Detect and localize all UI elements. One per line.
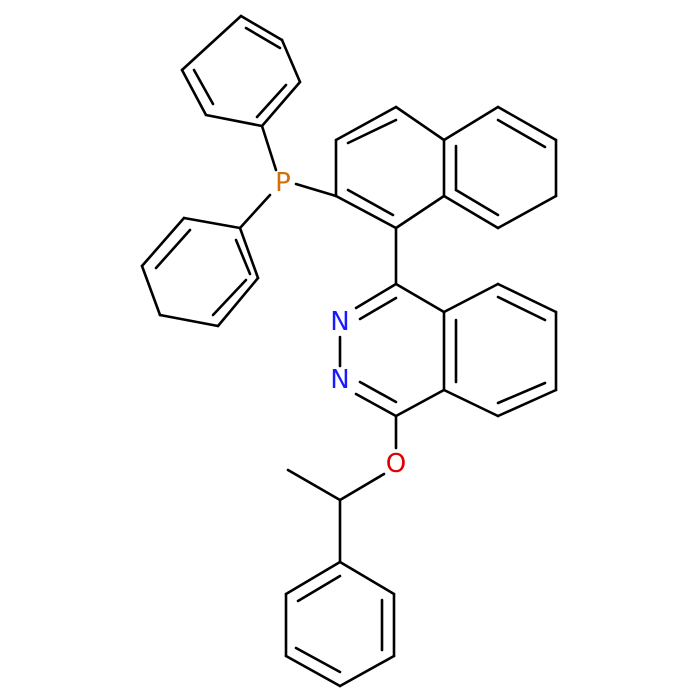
naphthalene-ring-right <box>442 105 558 230</box>
phenyl-ring-lower <box>140 216 260 328</box>
nitrogen-atom-label-lower: N <box>330 365 349 395</box>
phenyl-ring-upper <box>180 14 302 128</box>
phthalazine-ring-left <box>338 282 446 418</box>
oxygen-atom-label: O <box>386 449 406 479</box>
phosphorus-atom-label: P <box>275 168 291 198</box>
naphthalene-ring-left <box>334 105 446 230</box>
phthalazine-ring-right <box>442 282 558 418</box>
phosphorus-bonds <box>238 124 338 230</box>
nitrogen-atom-label-upper: N <box>330 307 349 337</box>
phenyl-ring-terminal <box>284 560 396 688</box>
ether-chain <box>286 468 386 564</box>
